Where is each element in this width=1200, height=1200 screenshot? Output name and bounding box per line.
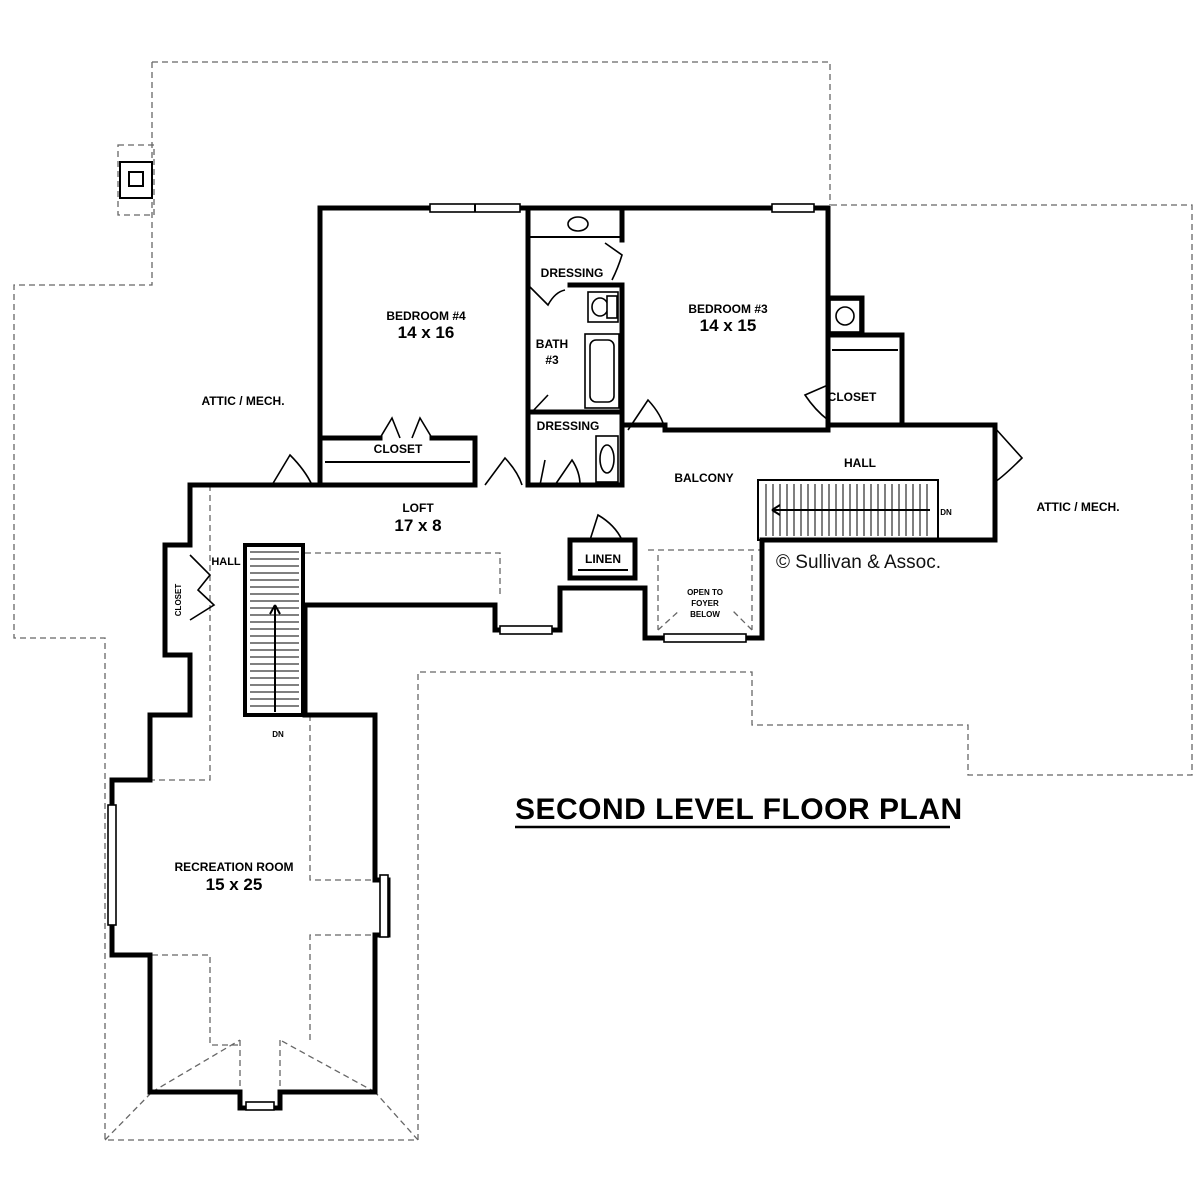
bedroom3-size: 14 x 15	[700, 316, 757, 335]
open-to-foyer-line3: BELOW	[690, 610, 720, 619]
loft-name: LOFT	[402, 501, 434, 515]
dressing-upper-label: DRESSING	[541, 266, 604, 280]
stair-dn-left-label: DN	[272, 730, 284, 739]
linen-label: LINEN	[585, 552, 621, 566]
interior-walls	[243, 205, 939, 717]
stair-dn-upper-label: DN	[940, 508, 952, 517]
bath-fixtures	[567, 216, 861, 483]
open-to-foyer-line2: FOYER	[691, 599, 719, 608]
closet-bed4-label: CLOSET	[374, 442, 423, 456]
hall-upper-label: HALL	[844, 456, 876, 470]
stairs-left	[250, 551, 299, 712]
balcony-label: BALCONY	[674, 471, 733, 485]
doors	[189, 242, 1024, 621]
attic-left-label: ATTIC / MECH.	[201, 394, 284, 408]
closet-left-label: CLOSET	[174, 584, 183, 617]
chimney	[117, 144, 155, 216]
recreation-size: 15 x 25	[206, 875, 263, 894]
bath3-label-line2: #3	[545, 353, 559, 367]
copyright-text: © Sullivan & Assoc.	[776, 552, 941, 573]
stairs-upper	[765, 484, 930, 536]
bedroom4-name: BEDROOM #4	[386, 309, 466, 323]
roof-outline	[13, 61, 1193, 1141]
closet-bed3-label: CLOSET	[828, 390, 877, 404]
recreation-name: RECREATION ROOM	[174, 860, 293, 874]
windows	[107, 203, 815, 1111]
bedroom3-name: BEDROOM #3	[688, 302, 768, 316]
room-labels: BEDROOM #4 14 x 16 BEDROOM #3 14 x 15 DR…	[174, 266, 1120, 894]
hall-left-label: HALL	[211, 556, 241, 568]
plan-title: SECOND LEVEL FLOOR PLAN	[515, 793, 963, 826]
attic-right-label: ATTIC / MECH.	[1036, 500, 1119, 514]
bath3-label-line1: BATH	[536, 337, 568, 351]
loft-size: 17 x 8	[394, 516, 441, 535]
bedroom4-size: 14 x 16	[398, 323, 455, 342]
dressing-lower-label: DRESSING	[537, 419, 600, 433]
open-to-foyer-line1: OPEN TO	[687, 588, 723, 597]
